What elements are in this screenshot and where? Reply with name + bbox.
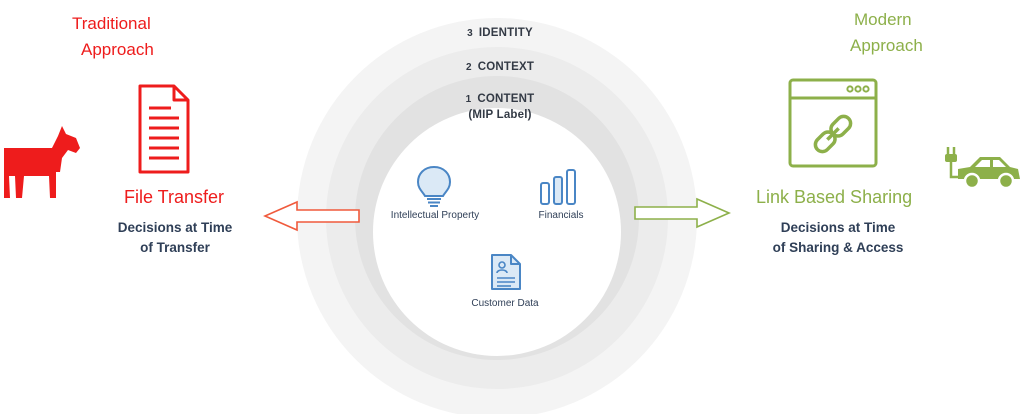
category-ip-label: Intellectual Property (390, 210, 480, 221)
modern-desc-line2: of Sharing & Access (772, 240, 904, 255)
file-transfer-title: File Transfer (124, 187, 225, 207)
horse-icon (4, 126, 80, 198)
traditional-heading-line1: Traditional (72, 14, 151, 33)
lightbulb-icon (416, 165, 452, 207)
layer-content-sublabel: (MIP Label) (468, 109, 532, 121)
layer-content-number: 1 (465, 94, 472, 105)
core-circle (373, 108, 621, 356)
modern-heading-line1: Modern (854, 10, 912, 29)
traditional-desc-line1: Decisions at Time (117, 220, 233, 235)
contact-document-icon (491, 254, 521, 290)
link-sharing-title: Link Based Sharing (756, 187, 913, 207)
category-customer-label: Customer Data (471, 298, 539, 309)
layer-context-label: CONTEXT (477, 61, 535, 73)
layer-context-number: 2 (465, 62, 472, 73)
category-financials-label: Financials (538, 210, 584, 221)
left-arrow-icon (263, 200, 360, 232)
document-icon (138, 84, 190, 174)
modern-heading-line2: Approach (850, 36, 923, 55)
layer-content: 1 CONTENT (430, 93, 570, 105)
electric-car-icon (945, 147, 1020, 190)
layer-context: 2 CONTEXT (430, 61, 570, 73)
layer-identity: 3 IDENTITY (430, 27, 570, 39)
browser-link-icon (788, 78, 878, 168)
traditional-desc-line2: of Transfer (140, 240, 210, 255)
layer-content-label: CONTENT (477, 93, 535, 105)
modern-desc-line1: Decisions at Time (780, 220, 896, 235)
right-arrow-icon (634, 197, 731, 229)
traditional-heading-line2: Approach (81, 40, 154, 59)
bar-chart-icon (540, 169, 576, 205)
layer-identity-label: IDENTITY (478, 27, 533, 39)
layer-identity-number: 3 (467, 28, 473, 39)
